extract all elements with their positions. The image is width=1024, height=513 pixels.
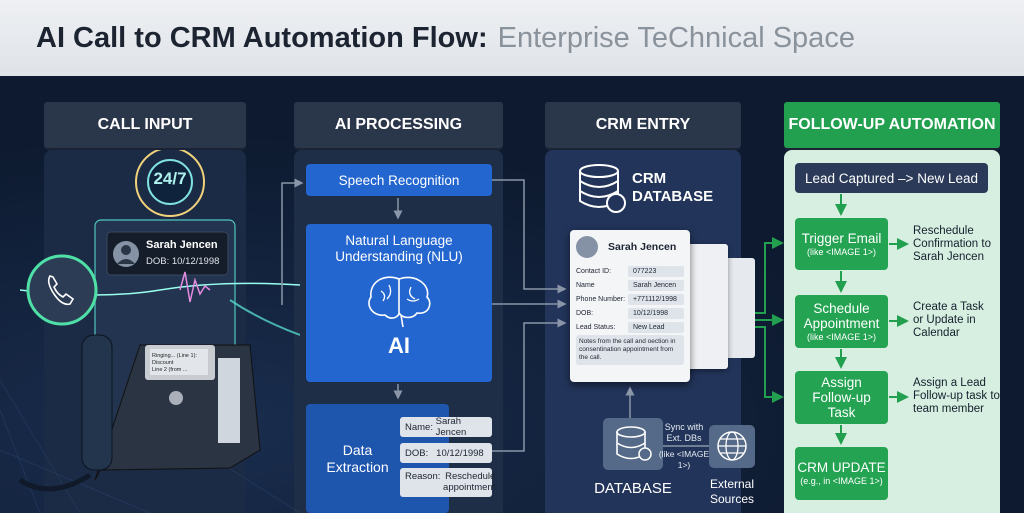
nlu-box: Natural Language Understanding (NLU) AI: [306, 224, 492, 382]
schedule-note: Create a Task or Update in Calendar: [913, 301, 984, 339]
clock-icon: [135, 150, 205, 217]
header-crm-entry: CRM ENTRY: [545, 102, 741, 148]
header-ai-processing: AI PROCESSING: [294, 102, 503, 148]
record-row: DOB:10/12/1998: [576, 307, 684, 319]
sync-sub-label: (like <IMAGE 1>): [658, 449, 710, 470]
header-call-input: CALL INPUT: [44, 102, 246, 148]
extracted-reason: Reason: Reschedule appointment: [400, 468, 495, 497]
trigger-email-step: Trigger Email(like <IMAGE 1>): [795, 218, 888, 270]
desk-phone-icon: [81, 334, 261, 481]
schedule-appointment-step: Schedule Appointment(like <IMAGE 1>): [795, 295, 888, 348]
record-row: Contact ID:077223: [576, 265, 684, 277]
phone-call-icon: [26, 254, 98, 326]
data-extraction-label: Data Extraction: [326, 441, 389, 475]
record-name: Sarah Jencen: [608, 241, 677, 253]
trigger-email-note: Reschedule Confirmation to Sarah Jencen: [913, 225, 991, 263]
nlu-label: Natural Language Understanding (NLU): [335, 233, 463, 264]
crm-database-icon: [579, 164, 626, 213]
record-notes: Notes from the call and oection in conse…: [576, 335, 684, 365]
title-sub: Enterprise TeChnical Space: [497, 21, 855, 54]
brain-icon: [368, 276, 431, 328]
speech-recognition-box: Speech Recognition: [306, 164, 492, 196]
globe-icon: [709, 425, 755, 468]
extracted-dob: DOB: 10/12/1998: [400, 443, 492, 463]
title-bar: AI Call to CRM Automation Flow: Enterpri…: [0, 0, 1024, 76]
caller-name: Sarah Jencen: [146, 239, 218, 251]
avatar: [576, 236, 598, 258]
assign-task-step: Assign Follow-up Task: [795, 371, 888, 424]
database-icon: [603, 418, 663, 470]
extracted-name: Name: Sarah Jencen: [400, 416, 492, 438]
call-input-graphics: Ringing... (Line 1): Discount Line 2 (fr…: [0, 150, 300, 513]
record-row: Lead Status:New Lead: [576, 321, 684, 333]
external-sources-label: External Sources: [709, 477, 755, 506]
title-main: AI Call to CRM Automation Flow:: [36, 21, 488, 54]
phone-screen-line-1: Ringing... (Line 1):: [152, 353, 197, 359]
record-row: Phone Number:+771112/1998: [576, 293, 684, 305]
ai-label: AI: [388, 333, 410, 358]
clock-label: 24/7: [153, 169, 187, 188]
assign-note: Assign a Lead Follow-up task to team mem…: [913, 377, 1000, 415]
phone-screen-line-3: Line 2 (from ...: [152, 367, 188, 373]
phone-screen-line-2: Discount: [152, 360, 174, 366]
header-follow-up: FOLLOW-UP AUTOMATION: [784, 102, 1000, 148]
lead-captured-box: Lead Captured –> New Lead: [795, 163, 988, 193]
sync-label: Sync with Ext. DBs: [664, 422, 704, 443]
crm-update-step: CRM UPDATE(e.g., in <IMAGE 1>): [795, 447, 888, 500]
database-label: DATABASE: [594, 480, 672, 497]
caller-dob: DOB: 10/12/1998: [146, 256, 220, 267]
